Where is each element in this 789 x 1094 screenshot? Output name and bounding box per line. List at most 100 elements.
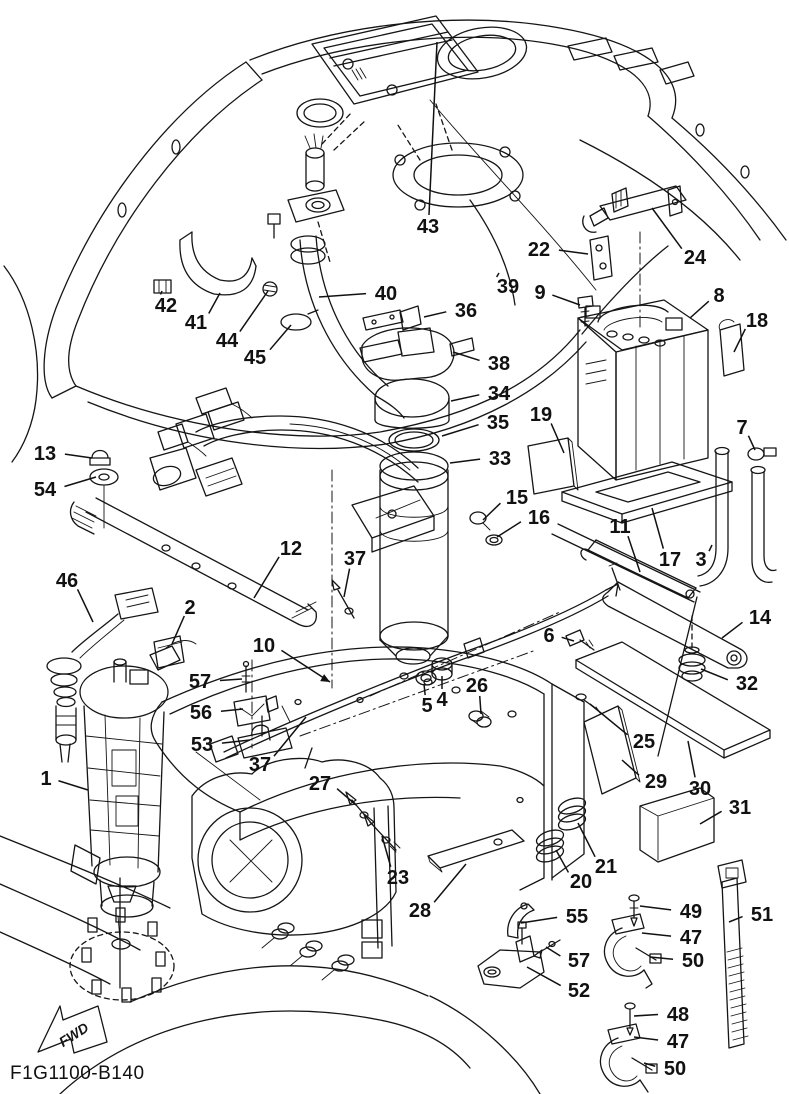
- fuel-pump-module: [70, 640, 197, 950]
- callout-12-leader: [253, 556, 280, 599]
- callout-16: 16: [528, 507, 550, 529]
- callout-52: 52: [568, 980, 590, 1002]
- callout-57: 57: [568, 950, 590, 972]
- callout-3-leader: [708, 544, 713, 552]
- cable-tie-51: [717, 859, 749, 1049]
- callout-12: 12: [280, 538, 302, 560]
- callout-5-leader: [423, 683, 426, 696]
- callout-43: 43: [417, 216, 439, 238]
- callout-3: 3: [695, 549, 706, 571]
- callout-49: 49: [680, 901, 702, 923]
- callout-10-arrowhead: [320, 674, 330, 682]
- callout-5: 5: [421, 695, 432, 717]
- callout-24-leader: [651, 207, 683, 250]
- callout-57-leader: [219, 678, 243, 682]
- callout-38-leader: [452, 351, 480, 362]
- callout-1-leader: [58, 780, 89, 791]
- callout-31: 31: [729, 797, 751, 819]
- callout-46-leader: [76, 589, 94, 623]
- callout-13-leader: [64, 453, 93, 459]
- callout-54-leader: [64, 476, 97, 488]
- callout-22-leader: [558, 249, 589, 255]
- callout-19-leader: [550, 423, 565, 454]
- instrument-cluster: [311, 15, 597, 291]
- callout-51-leader: [728, 915, 743, 923]
- callout-13: 13: [34, 443, 56, 465]
- callout-20-leader: [555, 849, 570, 873]
- callout-21: 21: [595, 856, 617, 878]
- callout-36-leader: [423, 311, 447, 318]
- callout-48: 48: [667, 1004, 689, 1026]
- callout-48-leader: [633, 1013, 659, 1017]
- callout-47-leader: [633, 1036, 659, 1041]
- retainer-hardware: [153, 231, 319, 331]
- callout-53: 53: [191, 734, 213, 756]
- callout-28: 28: [409, 900, 431, 922]
- callout-33: 33: [489, 448, 511, 470]
- callout-8: 8: [713, 285, 724, 307]
- cable-37: [209, 579, 619, 853]
- callout-2-leader: [171, 615, 185, 645]
- callout-2: 2: [184, 597, 195, 619]
- callout-40: 40: [375, 283, 397, 305]
- callout-50-leader: [643, 1062, 656, 1067]
- callout-11-leader: [627, 535, 641, 573]
- callout-26-leader: [478, 695, 482, 715]
- callout-43-leader: [428, 41, 438, 216]
- callout-18: 18: [746, 310, 768, 332]
- callout-9-leader: [552, 294, 581, 306]
- callout-36: 36: [455, 300, 477, 322]
- callout-37-leader: [343, 568, 351, 598]
- callout-50: 50: [664, 1058, 686, 1080]
- callout-44-leader: [239, 290, 269, 332]
- callout-42-leader: [159, 290, 163, 295]
- callout-32-leader: [700, 668, 729, 681]
- callout-10: 10: [253, 635, 275, 657]
- callout-23: 23: [387, 867, 409, 889]
- wire-harness: [149, 387, 419, 497]
- callout-31-leader: [699, 810, 722, 825]
- callout-15: 15: [506, 487, 528, 509]
- callout-33-leader: [449, 458, 481, 464]
- callout-37: 37: [249, 754, 271, 776]
- callout-30-leader: [687, 740, 696, 778]
- callout-55: 55: [566, 906, 588, 928]
- callout-41-leader: [208, 292, 221, 314]
- callout-30: 30: [689, 778, 711, 800]
- callout-34: 34: [488, 383, 511, 405]
- hull-top-right: [249, 19, 787, 261]
- callout-53-leader: [221, 739, 251, 744]
- callout-56: 56: [190, 702, 212, 724]
- callout-47-leader: [641, 932, 672, 937]
- callout-29: 29: [645, 771, 667, 793]
- callout-46: 46: [56, 570, 78, 592]
- callout-52-leader: [526, 966, 562, 987]
- bracket-12: [69, 497, 317, 627]
- callout-17: 17: [659, 549, 681, 571]
- callout-45: 45: [244, 347, 266, 369]
- callout-26: 26: [466, 675, 488, 697]
- callout-6-leader: [561, 636, 575, 642]
- callout-4: 4: [436, 689, 448, 711]
- callout-15-leader: [482, 502, 501, 521]
- callout-41: 41: [185, 312, 207, 334]
- callout-10-leader: [281, 649, 331, 683]
- callout-22: 22: [528, 239, 550, 261]
- callout-9: 9: [534, 282, 545, 304]
- callout-25: 25: [633, 731, 655, 753]
- clamp-group: [153, 635, 293, 759]
- callout-38: 38: [488, 353, 510, 375]
- engine-block: [191, 747, 397, 981]
- callout-17-leader: [651, 507, 665, 549]
- callout-8-leader: [689, 300, 710, 319]
- lower-trays: [427, 641, 771, 873]
- center-deck: [150, 469, 701, 891]
- callout-42: 42: [155, 295, 177, 317]
- callout-50-leader: [649, 956, 674, 960]
- callout-50: 50: [682, 950, 704, 972]
- callout-37-leader: [273, 716, 307, 757]
- battery-brackets: [577, 185, 687, 331]
- callout-27-leader: [336, 788, 357, 806]
